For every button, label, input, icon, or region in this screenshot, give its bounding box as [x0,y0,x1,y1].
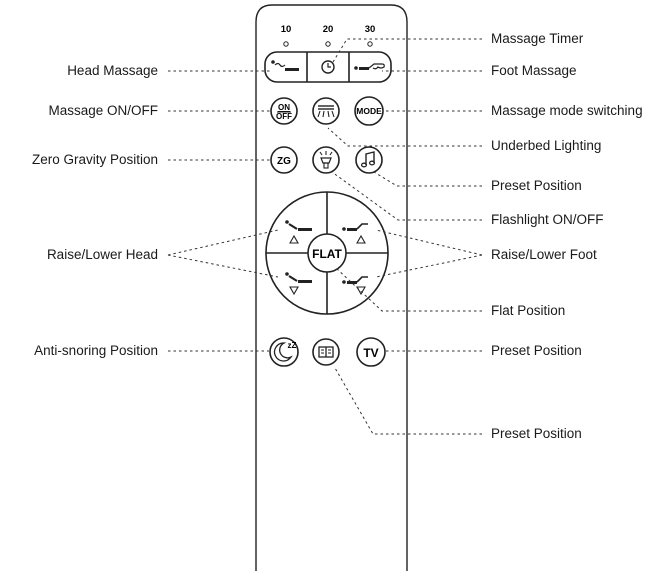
triangle-down-icon [356,286,366,296]
svg-text:TV: TV [363,346,378,360]
wave-icon [274,62,286,68]
leader-lines [167,38,483,435]
label-flat-position: Flat Position [491,303,566,318]
triangle-up-icon [289,234,299,244]
triangle-down-icon [289,286,299,296]
leader-massage-timer [332,38,482,63]
massage-rocker [264,51,392,83]
leader-preset-3 [334,367,482,435]
leader-flashlight [331,171,482,221]
label-preset-position-1: Preset Position [491,178,582,193]
label-massage-timer: Massage Timer [491,31,584,46]
head-icon [271,60,275,64]
label-underbed-lighting: Underbed Lighting [491,138,602,153]
timer-led-20 [325,41,331,47]
bed-segment-icon [285,68,299,71]
label-head-massage: Head Massage [67,63,158,78]
wave-icon [368,63,385,70]
preset-book-button[interactable] [312,338,340,366]
timer-level-10: 10 [281,24,292,35]
zero-gravity-button[interactable]: ZG [270,146,298,174]
book-icon [318,346,334,358]
massage-timer-button[interactable] [321,60,335,74]
head-icon [342,280,346,284]
on-off-button[interactable]: ON OFF [270,97,298,125]
label-zero-gravity-position: Zero Gravity Position [31,152,158,167]
label-raise-lower-foot: Raise/Lower Foot [491,247,597,262]
flat-button[interactable]: FLAT [307,233,347,273]
head-icon [285,220,289,224]
leader-raise-head-up [167,229,279,256]
svg-text:ZG: ZG [277,156,291,167]
timer-level-20: 20 [323,24,334,35]
bed-segment-icon [359,67,369,70]
label-foot-massage: Foot Massage [491,63,577,78]
triangle-up-icon [356,234,366,244]
label-flashlight-on-off: Flashlight ON/OFF [491,212,604,227]
leader-preset-1 [373,171,482,187]
preset-music-button[interactable] [355,146,383,174]
label-anti-snoring-position: Anti-snoring Position [34,343,158,358]
mode-button[interactable]: MODE [354,96,384,126]
flashlight-button[interactable] [312,146,340,174]
label-massage-on-off: Massage ON/OFF [48,103,158,118]
head-icon [354,66,358,70]
label-preset-position-2: Preset Position [491,343,582,358]
remote-outline [255,4,408,571]
music-note-icon [360,151,376,168]
leader-underbed-lighting [327,127,482,147]
clock-icon [321,60,335,74]
timer-led-30 [367,41,373,47]
position-pad [265,191,389,315]
svg-text:ON: ON [278,103,290,112]
leader-raise-foot-down [375,254,483,278]
bed-foot-icon [356,276,368,283]
label-massage-mode-switching: Massage mode switching [491,103,643,118]
bed-head-icon [288,223,298,230]
zz-icon: zZ [288,341,297,350]
bed-head-icon [288,275,298,282]
svg-text:FLAT: FLAT [312,247,342,261]
leader-flat-position [335,267,482,312]
head-massage-button[interactable] [271,60,299,71]
label-raise-lower-head: Raise/Lower Head [46,247,158,262]
lower-foot-button[interactable] [342,276,368,296]
head-icon [285,272,289,276]
raise-foot-button[interactable] [342,223,368,244]
bed-foot-icon [356,223,368,230]
light-icon [317,105,335,118]
lower-head-button[interactable] [285,272,312,296]
head-icon [342,227,346,231]
leader-raise-foot-up [375,229,483,256]
moon-icon [273,342,293,362]
svg-text:MODE: MODE [356,106,382,116]
anti-snoring-button[interactable]: zZ [269,337,299,367]
timer-level-30: 30 [365,24,376,35]
underbed-lighting-button[interactable] [312,97,340,125]
foot-massage-button[interactable] [354,63,385,70]
flashlight-icon [319,151,333,169]
svg-text:OFF: OFF [276,112,292,121]
raise-head-button[interactable] [285,220,312,244]
label-preset-position-3: Preset Position [491,426,582,441]
preset-tv-button[interactable]: TV [356,337,386,367]
leader-raise-head-down [167,254,279,278]
timer-led-10 [283,41,289,47]
